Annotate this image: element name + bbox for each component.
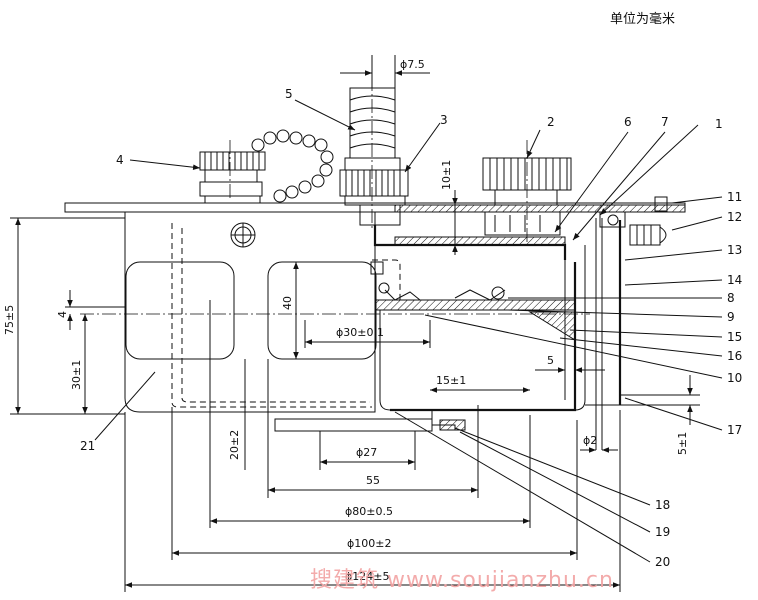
- callout-5: 5: [285, 87, 293, 101]
- dim-15pm1: 15±1: [436, 374, 466, 387]
- dim-phi80: ϕ80±0.5: [345, 505, 393, 518]
- dim-40: 40: [281, 296, 294, 310]
- dim-5: 5: [547, 354, 554, 367]
- callout-11: 11: [727, 190, 742, 204]
- callout-4: 4: [116, 153, 124, 167]
- left-window: [125, 261, 235, 360]
- dim-30pm1: 30±1: [70, 360, 83, 390]
- watermark: 搜建筑 www.soujianzhu.cn: [310, 568, 614, 593]
- callout-1: 1: [715, 117, 723, 131]
- callout-15: 15: [727, 330, 742, 344]
- housing: [124, 212, 376, 413]
- callout-3: 3: [440, 113, 448, 127]
- callout-17: 17: [727, 423, 742, 437]
- dim-75pm5: 75±5: [3, 305, 16, 335]
- dim-55: 55: [366, 474, 380, 487]
- dim-phi27: ϕ27: [356, 446, 377, 459]
- dim-10pm1: 10±1: [440, 160, 453, 190]
- unit-note: 单位为毫米: [610, 12, 676, 27]
- callout-7: 7: [661, 115, 669, 129]
- callout-14: 14: [727, 273, 742, 287]
- part-4-connector: [199, 151, 266, 204]
- dim-4: 4: [56, 311, 69, 318]
- callout-16: 16: [727, 349, 742, 363]
- callout-6: 6: [624, 115, 632, 129]
- callout-2: 2: [547, 115, 555, 129]
- callout-13: 13: [727, 243, 742, 257]
- dim-phi124: ϕ124±5: [345, 570, 389, 583]
- part-11-bolt: [654, 196, 668, 212]
- callout-19: 19: [655, 525, 670, 539]
- part-5-chain: [251, 129, 334, 203]
- bottom-base: [274, 418, 433, 432]
- dim-phi2: ϕ2: [583, 434, 597, 447]
- central-shaft: [339, 87, 409, 226]
- callout-12: 12: [727, 210, 742, 224]
- callout-18: 18: [655, 498, 670, 512]
- callout-9: 9: [727, 310, 735, 324]
- dim-phi7-5: ϕ7.5: [400, 58, 425, 71]
- callout-20: 20: [655, 555, 670, 569]
- callout-10: 10: [727, 371, 742, 385]
- dim-phi30: ϕ30±0.1: [336, 326, 384, 339]
- dim-5pm1: 5±1: [676, 432, 689, 455]
- callout-21: 21: [80, 439, 95, 453]
- part-12-screw: [629, 224, 667, 246]
- dim-phi100: ϕ100±2: [347, 537, 391, 550]
- dim-20pm2: 20±2: [228, 430, 241, 460]
- callout-8: 8: [727, 291, 735, 305]
